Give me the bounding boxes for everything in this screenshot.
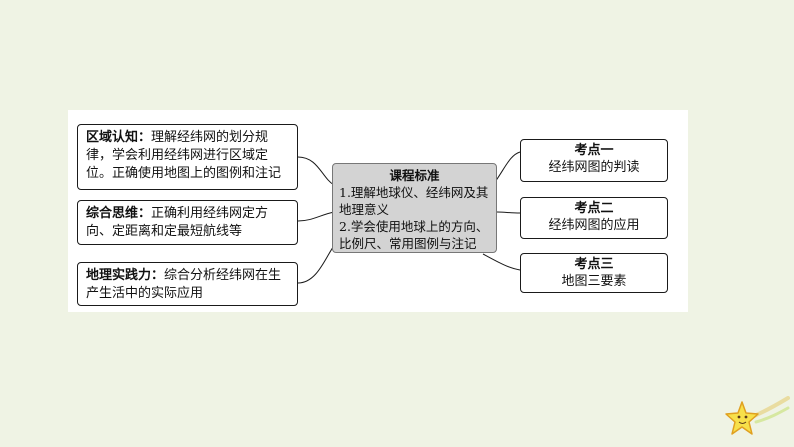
- concept-head: 地理实践力：: [86, 268, 165, 283]
- exam-point-text: 经纬网图的应用: [548, 218, 640, 233]
- concept-box-regional-cognition: 区域认知：理解经纬网的划分规律，学会利用经纬网进行区域定位。正确使用地图上的图例…: [77, 124, 298, 190]
- star-icon: [725, 396, 790, 435]
- concept-text: 理解经纬网的划分规律，学会利用经纬网进行区域定位。正确使用地图上的图例和注记: [86, 130, 282, 181]
- exam-point-title: 考点一: [574, 143, 614, 158]
- exam-point-title: 考点二: [574, 201, 614, 216]
- center-item: 1.理解地球仪、经纬网及其地理意义: [339, 185, 489, 217]
- concept-head: 区域认知：: [86, 130, 152, 145]
- exam-point-title: 考点三: [574, 257, 614, 272]
- exam-point-box-1: 考点一 经纬网图的判读: [520, 139, 668, 182]
- concept-box-integrated-thinking: 综合思维：正确利用经纬网定方向、定距离和定最短航线等: [77, 200, 298, 245]
- exam-point-box-3: 考点三 地图三要素: [520, 253, 668, 293]
- exam-point-box-2: 考点二 经纬网图的应用: [520, 197, 668, 239]
- concept-text: 正确利用经纬网定方向、定距离和定最短航线等: [86, 206, 269, 239]
- curriculum-standard-box: 课程标准 1.理解地球仪、经纬网及其地理意义 2.学会使用地球上的方向、比例尺、…: [332, 163, 497, 253]
- connector-right-2: [496, 211, 521, 214]
- connector-left-1: [297, 156, 335, 186]
- connector-right-1: [494, 151, 521, 183]
- exam-point-text: 地图三要素: [561, 274, 627, 289]
- concept-text: 综合分析经纬网在生产生活中的实际应用: [86, 268, 282, 301]
- connector-left-2: [297, 211, 335, 222]
- connector-left-3: [297, 242, 337, 284]
- exam-point-text: 经纬网图的判读: [548, 160, 640, 175]
- center-item: 2.学会使用地球上的方向、比例尺、常用图例与注记: [339, 219, 489, 251]
- concept-head: 综合思维：: [86, 206, 152, 221]
- center-title: 课程标准: [389, 168, 440, 183]
- connector-right-3: [482, 253, 521, 271]
- concept-box-geographic-practice: 地理实践力：综合分析经纬网在生产生活中的实际应用: [77, 262, 298, 306]
